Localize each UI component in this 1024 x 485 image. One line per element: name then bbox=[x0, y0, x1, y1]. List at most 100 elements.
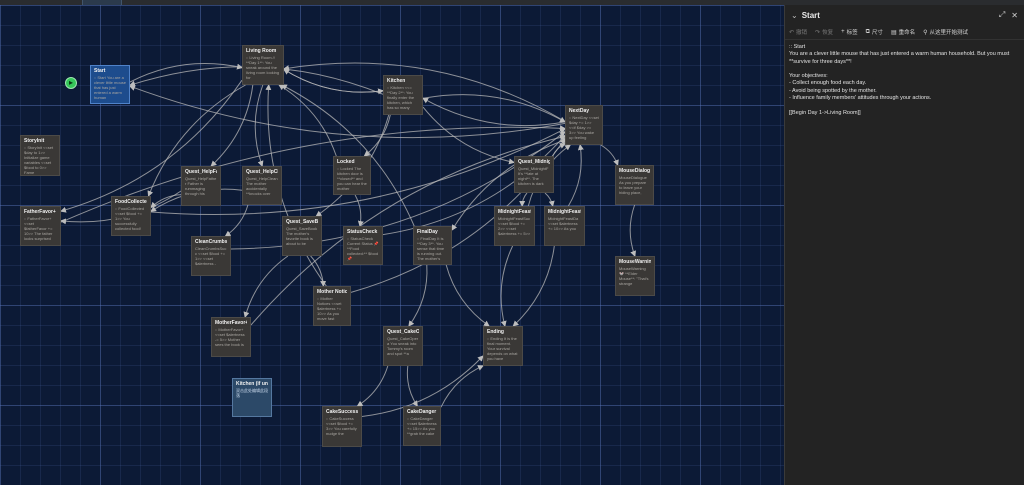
passage-title: Kitchen (if unlocked)[disable bbox=[236, 381, 268, 387]
passage-card-mouse-dialogue[interactable]: MouseDialogueMouseDialogue As you prepar… bbox=[615, 165, 654, 205]
story-link-arrow bbox=[250, 134, 566, 326]
passage-title: NextDay bbox=[569, 108, 590, 114]
start-passage-marker: ▸ bbox=[65, 77, 77, 89]
passage-card-cakesuccess[interactable]: CakeSuccess:: CakeSuccess <<set $food +=… bbox=[322, 406, 362, 447]
test-from-here-button[interactable]: ⚲从这里开始测试 bbox=[923, 28, 968, 37]
close-icon[interactable]: ✕ bbox=[1011, 10, 1018, 20]
passage-excerpt: :: StatusCheck Current Status 📌 **Food c… bbox=[347, 236, 381, 261]
passage-card-kitchen[interactable]: Kitchen:: Kitchen <<= **Day 2**: You fin… bbox=[383, 75, 423, 115]
passage-card-fatherfavor[interactable]: FatherFavor+:: FatherFavor+ <<set $fathe… bbox=[20, 206, 61, 246]
editor-line: - Avoid being spotted by the mother. bbox=[789, 87, 877, 94]
story-link-arrow bbox=[150, 194, 182, 209]
editor-line bbox=[789, 102, 1020, 109]
editor-line: You are a clever little mouse that has j… bbox=[789, 51, 1011, 65]
passage-excerpt: MidnightFeastDa <<set $alertness += 10>>… bbox=[548, 216, 580, 231]
passage-card-cakedanger[interactable]: CakeDanger:: CakeDanger <<set $alertness… bbox=[403, 406, 441, 446]
passage-title: MidnightFeastSuc bbox=[498, 209, 531, 215]
story-link-arrow bbox=[210, 84, 254, 167]
passage-title: Ending bbox=[487, 329, 504, 335]
passage-excerpt: :: MotherFavor+ <<set $alertness -= 5>> … bbox=[215, 327, 246, 347]
editor-line: Your objectives: bbox=[789, 73, 828, 80]
passage-card-quest-savebook[interactable]: Quest_SaveBookQuest_SaveBook The mother'… bbox=[282, 216, 322, 256]
passage-card-ending[interactable]: Ending:: Ending It is the final moment. … bbox=[483, 326, 523, 366]
toolbar-button-label: 尺寸 bbox=[871, 30, 883, 36]
toolbar-button-label: 重命名 bbox=[898, 30, 916, 36]
passage-title: MidnightFeastDa bbox=[548, 209, 581, 215]
passage-excerpt: :: NextDay <<set $day += 1>> <<if $day >… bbox=[569, 115, 600, 140]
story-link-arrow bbox=[254, 84, 264, 167]
passage-card-finalday[interactable]: FinalDay:: FinalDay It is **Day 3**. You… bbox=[413, 226, 452, 265]
story-link-arrow bbox=[60, 125, 566, 223]
passage-card-quest-midnight[interactable]: Quest_MidnightFQuest_MidnightF It's **la… bbox=[514, 156, 554, 193]
story-link-arrow bbox=[451, 139, 566, 231]
story-link-arrow bbox=[283, 68, 384, 93]
chevron-down-icon[interactable]: ⌄ bbox=[791, 10, 798, 20]
story-link-arrow bbox=[406, 365, 418, 407]
size-icon: ⧉ bbox=[865, 28, 870, 35]
redo-icon: ↷ bbox=[815, 29, 821, 36]
passage-card-motherfavor[interactable]: MotherFavor+:: MotherFavor+ <<set $alert… bbox=[211, 317, 251, 357]
toolbar-button-label: 撤销 bbox=[796, 30, 808, 36]
passage-title: CleanCrumbsSucc bbox=[195, 239, 227, 245]
passage-editor-panel: ⌄ Start ⤢ ✕ ↶撤销 ↷恢复 +标签 ⧉尺寸 ▤重命名 ⚲从这里开始测试 :: … bbox=[784, 5, 1024, 485]
editor-line: - Influence family members' attitudes th… bbox=[789, 95, 932, 102]
story-link-arrow bbox=[552, 143, 566, 157]
undo-button[interactable]: ↶撤销 bbox=[789, 28, 808, 37]
story-link-arrow bbox=[519, 192, 528, 207]
play-icon: ▸ bbox=[68, 78, 73, 87]
story-link-arrow bbox=[445, 264, 490, 327]
passage-card-storyinit[interactable]: StoryInit:: StoryInit <<set $day to 1>> … bbox=[20, 135, 60, 176]
passage-title: Locked bbox=[337, 159, 355, 165]
panel-header: ⌄ Start ⤢ ✕ bbox=[785, 5, 1024, 25]
passage-card-next-day[interactable]: NextDay:: NextDay <<set $day += 1>> <<if… bbox=[565, 105, 603, 145]
toolbar-button-label: 恢复 bbox=[822, 30, 834, 36]
story-link-arrow bbox=[408, 264, 428, 327]
passage-title: FoodCollected bbox=[115, 199, 147, 205]
passage-excerpt: Quest_MidnightF It's **late at night**. … bbox=[518, 166, 550, 186]
story-map-canvas[interactable]: ▸ Start:: Start You are a clever little … bbox=[0, 5, 784, 485]
size-button[interactable]: ⧉尺寸 bbox=[865, 28, 883, 37]
passage-card-midnight-success[interactable]: MidnightFeastSucMidnightFeastSuc <<set $… bbox=[494, 206, 535, 246]
passage-card-quest-helpclean[interactable]: Quest_HelpCleanQuest_HelpClean The mothe… bbox=[242, 166, 282, 205]
passage-excerpt: Quest_HelpClean The mother accidentally … bbox=[246, 176, 279, 196]
passage-card-midnight-fail[interactable]: MidnightFeastDaMidnightFeastDa <<set $al… bbox=[544, 206, 585, 246]
passage-card-foodcollected[interactable]: FoodCollected:: FoodCollected <<set $foo… bbox=[111, 196, 151, 236]
passage-excerpt: MidnightFeastSuc <<set $food += 2>> <<se… bbox=[498, 216, 532, 236]
passage-excerpt: MouseWarning 🐭 **Elder Mouse**: "That's … bbox=[619, 266, 650, 286]
passage-excerpt: :: Kitchen <<= **Day 2**: You finally en… bbox=[387, 85, 416, 110]
passage-card-statuscheck[interactable]: StatusCheck:: StatusCheck Current Status… bbox=[343, 226, 383, 265]
story-link-arrow bbox=[440, 365, 484, 408]
passage-title: StoryInit bbox=[24, 138, 45, 144]
story-link-arrow bbox=[147, 84, 246, 197]
passage-card-mouse-warning[interactable]: MouseWarningMouseWarning 🐭 **Elder Mouse… bbox=[615, 256, 655, 296]
story-link-arrow bbox=[150, 128, 566, 216]
rename-button[interactable]: ▤重命名 bbox=[891, 28, 916, 37]
tag-button[interactable]: +标签 bbox=[841, 28, 858, 36]
redo-button[interactable]: ↷恢复 bbox=[815, 28, 834, 37]
passage-title: MouseWarning bbox=[619, 259, 651, 265]
passage-title: Mother Notices bbox=[317, 289, 347, 295]
passage-excerpt: :: StoryInit <<set $day to 1>> Initializ… bbox=[24, 145, 55, 175]
story-link-arrow bbox=[356, 365, 389, 407]
passage-card-start[interactable]: Start:: Start You are a clever little mo… bbox=[90, 65, 130, 104]
editor-line: - Collect enough food each day. bbox=[789, 80, 867, 87]
passage-card-mother-notices[interactable]: Mother Notices:: Mother Notices <<set $a… bbox=[313, 286, 351, 326]
passage-title: Quest_HelpFather bbox=[185, 169, 217, 175]
passage-title: Quest_HelpClean bbox=[246, 169, 278, 175]
passage-card-kitchen-unlocked[interactable]: Kitchen (if unlocked)[disable双击此处编辑此段落 bbox=[232, 378, 272, 417]
passage-card-cleancrumbs[interactable]: CleanCrumbsSuccCleanCrumbsSucc <<set $fo… bbox=[191, 236, 231, 276]
passage-title: MouseDialogue bbox=[619, 168, 650, 174]
passage-card-quest-cakeopen[interactable]: Quest_CakeOperaQuest_CakeOpera You sneak… bbox=[383, 326, 423, 366]
story-link-arrow bbox=[354, 194, 364, 227]
expand-icon[interactable]: ⤢ bbox=[998, 10, 1006, 19]
passage-card-quest-helpfather[interactable]: Quest_HelpFatherQuest_HelpFather Father … bbox=[181, 166, 221, 206]
story-link-arrow bbox=[422, 94, 566, 123]
passage-card-locked[interactable]: Locked:: Locked The kitchen door is **cl… bbox=[333, 156, 371, 195]
passage-title: Quest_MidnightF bbox=[518, 159, 550, 165]
editor-line: :: Start bbox=[789, 44, 806, 50]
story-link-arrow bbox=[280, 84, 415, 227]
passage-title: CakeDanger bbox=[407, 409, 437, 415]
story-link-arrow bbox=[129, 63, 243, 83]
passage-card-living-room[interactable]: Living Room:: Living Room // **Day 1**: … bbox=[242, 45, 284, 85]
